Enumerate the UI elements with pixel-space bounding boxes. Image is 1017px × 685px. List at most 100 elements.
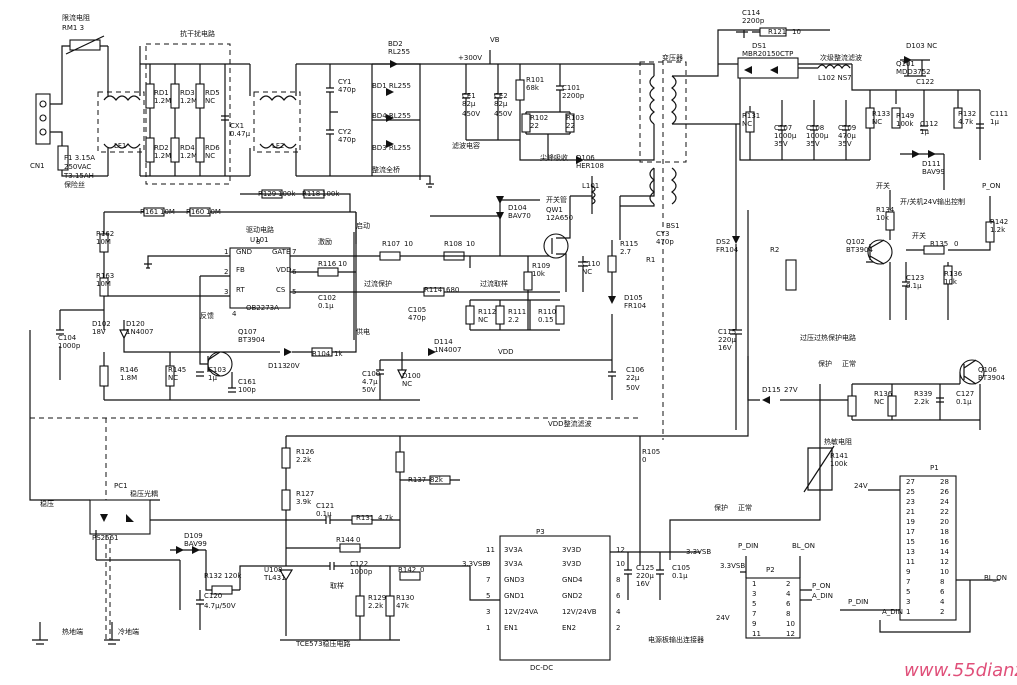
watermark: www.55dianzi.com (904, 660, 1017, 681)
component-label: R161 (140, 208, 158, 216)
component-label: C122 (350, 560, 368, 568)
component-label: 1N4007 (434, 346, 462, 354)
component-label: 22μ (626, 374, 640, 382)
component-label: 10k (944, 278, 958, 286)
component-label: P_DIN (738, 542, 758, 550)
component-label: 10k (876, 214, 890, 222)
component-label: PS2561 (92, 534, 118, 542)
component-label: NC (872, 118, 882, 126)
p3-pin-number: 9 (486, 560, 490, 568)
component-label: 12A650 (546, 214, 573, 222)
u101-pin-number: 3 (224, 288, 228, 296)
component-label: 保护 (714, 503, 728, 512)
u101-pin-number: 6 (292, 268, 297, 276)
component-label: 过流保护 (364, 279, 392, 288)
component-label: 35V (806, 140, 820, 148)
component-label: C105 (408, 306, 426, 314)
p3-pin-number: 7 (486, 576, 490, 584)
component-label: P1 (930, 464, 939, 472)
component-label: 0 (954, 240, 958, 248)
component-label: D103 NC (906, 42, 937, 50)
component-label: 2.2k (914, 398, 930, 406)
component-label: C101 (562, 84, 580, 92)
component-label: 82μ (494, 100, 508, 108)
component-label: D100 (402, 372, 421, 380)
u101-pin-number: 7 (292, 248, 296, 256)
component-label: R339 (914, 390, 932, 398)
component-label: 4.7μ (362, 378, 378, 386)
component-label: R142 (398, 566, 416, 574)
component-label: 整流全桥 (372, 165, 400, 174)
p3-signal-right: EN2 (562, 624, 576, 632)
wiring (29, 27, 1000, 661)
component-label: R108 (444, 240, 462, 248)
component-label: 稳压 (40, 499, 54, 508)
component-label: C127 (956, 390, 974, 398)
p1-pin-number: 19 (906, 518, 915, 526)
component-label: C106 (626, 366, 645, 374)
component-label: P_DIN (848, 598, 868, 606)
component-label: BD1 RL255 (372, 82, 411, 90)
component-label: LF2 (272, 142, 284, 150)
component-label: 保险丝 (64, 180, 85, 189)
component-label: 470μ (838, 132, 856, 140)
component-label: 1.2k (990, 226, 1006, 234)
p3-signal-left: EN1 (504, 624, 518, 632)
component-label: 0 (420, 566, 424, 574)
component-label: 10M (96, 280, 111, 288)
p3-pin-number: 6 (616, 592, 621, 600)
component-label: 激励 (318, 237, 332, 246)
component-label: CS (276, 286, 286, 294)
component-label: NC (168, 374, 178, 382)
component-label: MDD3752 (896, 68, 931, 76)
component-label: R114 (424, 286, 443, 294)
component-label: 过流取样 (480, 279, 508, 288)
component-label: NC (742, 120, 752, 128)
ds1-diode (737, 57, 799, 79)
component-label: CY3 (656, 230, 670, 238)
component-label: C108 (806, 124, 824, 132)
component-label: P_ON (982, 182, 1000, 190)
component-label: 100k (830, 460, 848, 468)
component-label: MBR20150CTP (742, 50, 793, 58)
lf1-choke (97, 91, 145, 153)
component-label: NC (205, 97, 215, 105)
component-label: RL255 (388, 48, 410, 56)
component-label: 100k (896, 120, 914, 128)
p3-signal-left: GND1 (504, 592, 525, 600)
component-label: R127 (296, 490, 314, 498)
p3-signal-right: GND2 (562, 592, 583, 600)
p3-pin-number: 2 (616, 624, 620, 632)
component-label: 2.2k (368, 602, 384, 610)
p1-pin-number: 20 (940, 518, 949, 526)
component-label: A_DIN (812, 592, 833, 600)
p1-pin-number: 6 (940, 588, 945, 596)
p1-pin-number: 8 (940, 578, 944, 586)
component-label: L102 NS7 (818, 74, 852, 82)
component-label: VDD (276, 266, 292, 274)
p3-pin-number: 11 (486, 546, 495, 554)
component-label: 1μ (990, 118, 999, 126)
component-label: 20V (286, 362, 300, 370)
component-label: D106 (576, 154, 595, 162)
p1-pin-number: 11 (906, 558, 915, 566)
component-label: 10M (160, 208, 175, 216)
component-label: R121 (768, 28, 786, 36)
component-label: NC (874, 398, 884, 406)
component-label: CY1 (338, 78, 352, 86)
component-label: 24V (716, 614, 730, 622)
component-label: P3 (536, 528, 545, 536)
component-label: FR104 (624, 302, 647, 310)
component-label: C104 (58, 334, 77, 342)
component-label: 1.2M (180, 97, 197, 105)
pc1-optocoupler (89, 499, 151, 535)
p1-pin-number: 13 (906, 548, 915, 556)
component-label: 1.2M (154, 152, 171, 160)
component-label: 0.1μ (906, 282, 922, 290)
component-label: 4.7μ/50V (204, 602, 236, 610)
p1-pin-number: 2 (940, 608, 944, 616)
component-label: CX1 (230, 122, 244, 130)
component-label: 1N4007 (126, 328, 154, 336)
component-label: 稳压光耦 (130, 489, 158, 498)
component-label: R115 (620, 240, 638, 248)
